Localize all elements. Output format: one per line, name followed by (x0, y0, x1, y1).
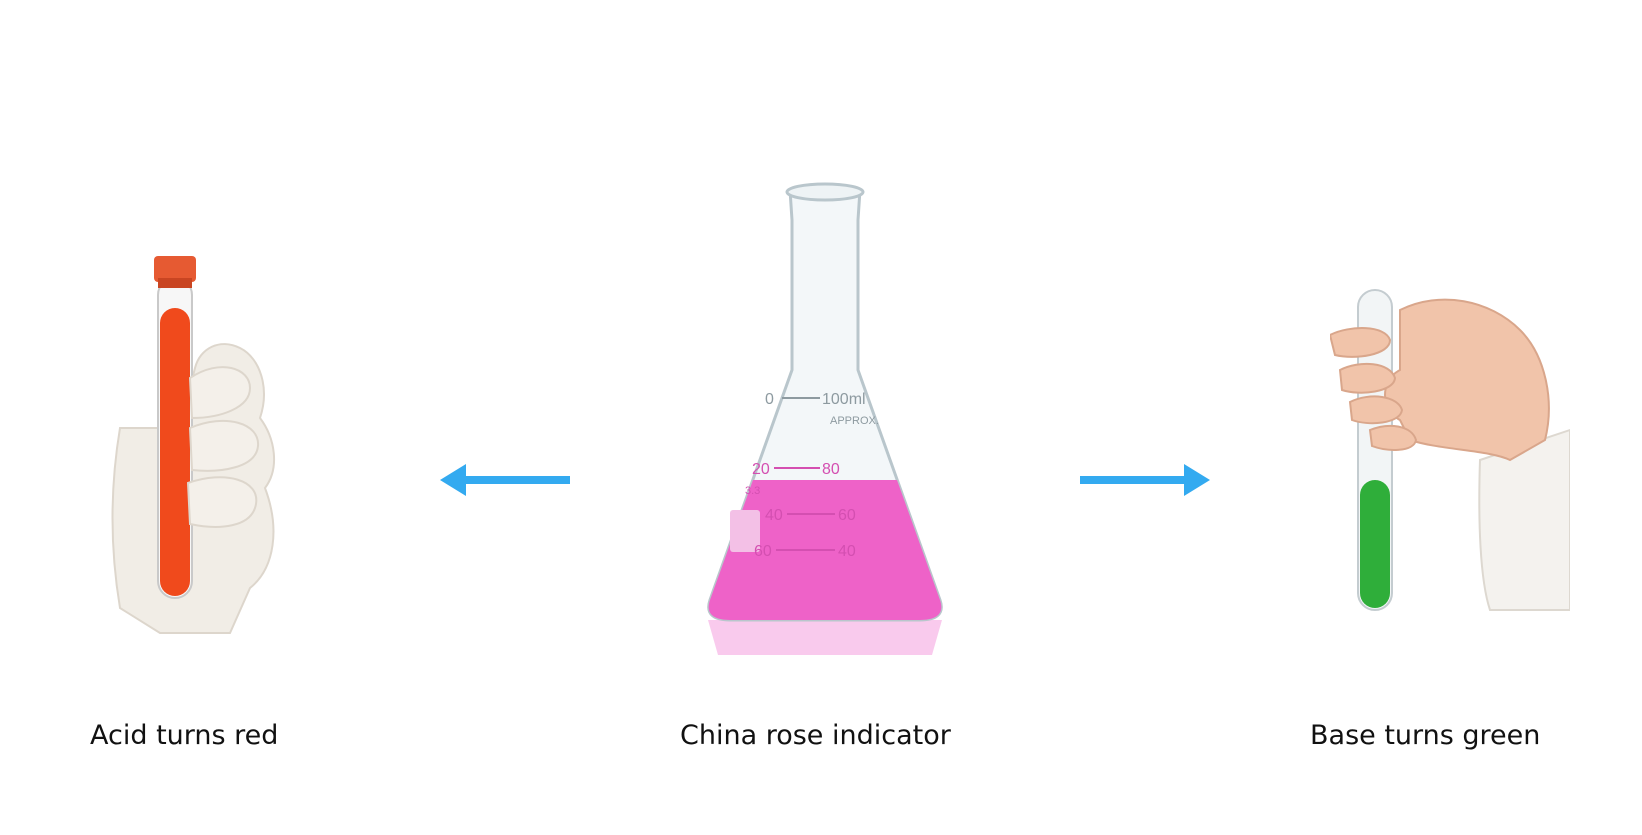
acid-liquid (160, 308, 190, 596)
mark-0-label: 0 (765, 391, 774, 408)
mark-60-label: 60 (754, 543, 772, 560)
glass-stamp-label: 3.3 (745, 485, 760, 497)
arrow-left-icon (440, 464, 570, 496)
erlenmeyer-flask-image: 0 100ml APPROX. 20 80 3.3 40 60 60 40 (707, 182, 943, 655)
acid-caption: Acid turns red (90, 720, 279, 751)
mark-80-label: 80 (822, 461, 840, 478)
base-caption: Base turns green (1310, 720, 1541, 751)
mark-40-label: 40 (765, 507, 783, 524)
mark-60-right-label: 60 (838, 507, 856, 524)
base-liquid (1360, 480, 1390, 608)
approx-label: APPROX. (830, 415, 879, 427)
arrow-right-icon (1080, 464, 1210, 496)
indicator-caption: China rose indicator (680, 720, 951, 751)
acid-test-tube-image (111, 256, 276, 634)
base-test-tube-image (1330, 289, 1570, 611)
mark-20-label: 20 (752, 461, 770, 478)
mark-40-right-label: 40 (838, 543, 856, 560)
capacity-label: 100ml (822, 391, 866, 408)
